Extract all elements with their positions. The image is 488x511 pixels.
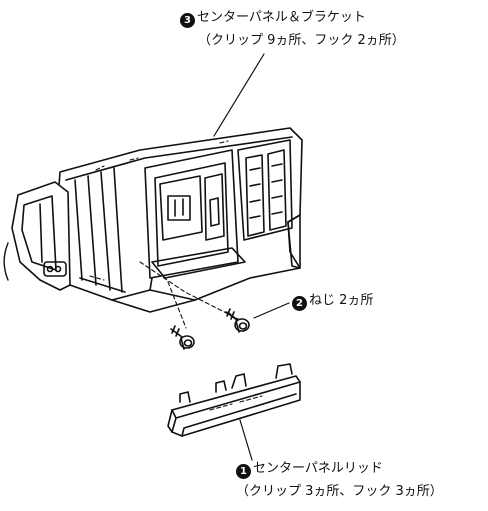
callout-number-badge: 1 — [236, 464, 251, 479]
screw-left — [170, 325, 195, 350]
callout-lid-name: センターパネルリッド — [253, 461, 383, 476]
callout-number-badge: 3 — [180, 13, 195, 28]
callout-panel-name: センターパネル＆ブラケット — [197, 10, 366, 25]
dash-trim-edge — [3, 242, 9, 281]
callout-number-badge: 2 — [292, 296, 307, 311]
screw-right — [225, 308, 250, 333]
leader-lines — [213, 53, 290, 461]
callout-screws-name: ねじ 2ヵ所 — [309, 293, 374, 308]
center-panel-lid — [167, 363, 301, 437]
callout-panel-detail: （クリップ 9ヵ所、フック 2ヵ所） — [198, 33, 405, 48]
lid-hidden-lines — [209, 395, 263, 411]
callout-lid-detail: （クリップ 3ヵ所、フック 3ヵ所） — [236, 484, 443, 499]
center-panel-bracket — [11, 127, 303, 313]
